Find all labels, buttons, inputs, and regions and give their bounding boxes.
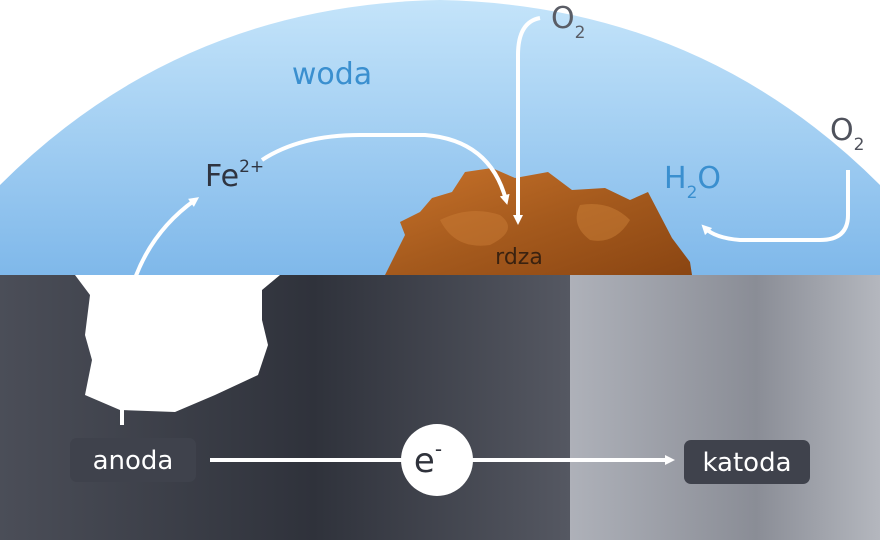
oxygen-top-label: O2: [551, 1, 585, 43]
anode-label: anoda: [93, 446, 174, 476]
rust-label: rdza: [495, 245, 543, 270]
arrow-oxygen-to-water-molecule: [701, 170, 850, 242]
water-label: woda: [292, 57, 372, 92]
cathode-label-box: [684, 440, 810, 484]
water-molecule-label: H2O: [664, 161, 721, 203]
rust-deposit: [385, 168, 692, 275]
cathode-label: katoda: [702, 448, 791, 478]
arrow-anode-to-iron-ion: [120, 197, 200, 425]
electron-circle: [401, 424, 473, 496]
iron-ion-label: Fe2+: [205, 157, 264, 194]
electron-label: e-: [414, 437, 442, 481]
metal-cathode-region: [570, 275, 880, 540]
arrow-iron-ion-to-rust: [260, 133, 510, 205]
metal-anode-region: [0, 275, 570, 540]
anode-label-box: [70, 438, 196, 482]
arrow-oxygen-to-rust: [513, 16, 541, 225]
oxygen-right-label: O2: [830, 113, 864, 155]
